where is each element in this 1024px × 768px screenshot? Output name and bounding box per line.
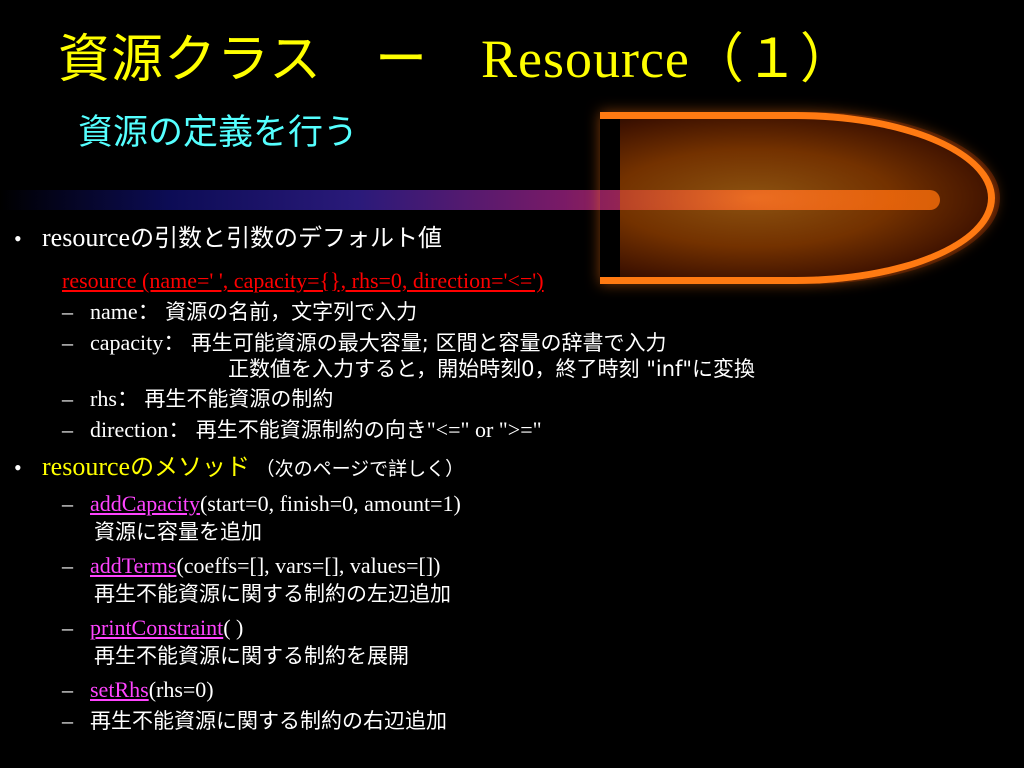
- dash-marker: –: [62, 330, 73, 355]
- arg-direction-values: "<=" or ">=": [426, 417, 542, 442]
- bullet-marker: •: [14, 455, 22, 480]
- arg-direction-desc: 再生不能資源制約の向き: [195, 418, 427, 442]
- bullet-resource-methods: • resourceのメソッド （次のページで詳しく）: [14, 454, 464, 482]
- bullet-prefix: resource: [42, 452, 131, 481]
- dash-marker: –: [62, 553, 73, 578]
- arg-direction-label: direction：: [90, 417, 191, 442]
- method-args: (rhs=0): [148, 677, 214, 702]
- resource-signature: resource (name=' ', capacity={}, rhs=0, …: [62, 268, 544, 293]
- method-args: (start=0, finish=0, amount=1): [199, 491, 461, 516]
- add-terms-link[interactable]: addTerms: [90, 553, 177, 578]
- comet-rim-decoration: [600, 112, 995, 284]
- method-desc: 再生不能資源に関する制約を展開: [94, 644, 409, 668]
- bullet-marker: •: [14, 226, 22, 251]
- method-desc: 資源に容量を追加: [94, 520, 262, 544]
- method-add-terms: –addTerms(coeffs=[], vars=[], values=[]): [62, 553, 440, 579]
- bullet-prefix: resource: [42, 223, 131, 252]
- method-print-constraint: –printConstraint( ): [62, 615, 243, 641]
- slide-subtitle: 資源の定義を行う: [78, 113, 359, 153]
- dash-marker: –: [62, 708, 73, 733]
- arg-capacity-desc-2: 正数値を入力すると，開始時刻0，終了時刻 "inf"に変換: [228, 357, 756, 381]
- slide-title: 資源クラス ー Resource（１）: [58, 14, 855, 93]
- bullet-text: の引数と引数のデフォルト値: [130, 224, 443, 252]
- arg-rhs-label: rhs：: [90, 386, 139, 411]
- method-args: (coeffs=[], vars=[], values=[]): [176, 553, 441, 578]
- dash-marker: –: [62, 386, 73, 411]
- arg-capacity: –capacity： 再生可能資源の最大容量; 区間と容量の辞書で入力: [62, 330, 667, 356]
- set-rhs-link[interactable]: setRhs: [90, 677, 149, 702]
- title-japanese: 資源クラス ー: [58, 30, 428, 90]
- method-args: ( ): [223, 615, 244, 640]
- title-english: Resource（１）: [480, 29, 855, 89]
- arg-name-desc: 資源の名前，文字列で入力: [165, 300, 418, 324]
- bullet-note: （次のページで詳しく）: [255, 458, 465, 480]
- bullet-text: のメソッド: [130, 453, 251, 481]
- add-capacity-link[interactable]: addCapacity: [90, 491, 200, 516]
- bullet-resource-arguments: • resourceの引数と引数のデフォルト値: [14, 225, 442, 252]
- dash-marker: –: [62, 677, 73, 702]
- arg-name: –name： 資源の名前，文字列で入力: [62, 299, 417, 325]
- method-set-rhs: –setRhs(rhs=0): [62, 677, 214, 703]
- method-add-capacity: –addCapacity(start=0, finish=0, amount=1…: [62, 491, 461, 517]
- arg-rhs: –rhs： 再生不能資源の制約: [62, 386, 333, 412]
- method-desc: 再生不能資源に関する制約の左辺追加: [94, 582, 451, 606]
- arg-name-label: name：: [90, 299, 160, 324]
- dash-marker: –: [62, 615, 73, 640]
- dash-marker: –: [62, 299, 73, 324]
- arg-direction: –direction： 再生不能資源制約の向き"<=" or ">=": [62, 417, 542, 443]
- dash-marker: –: [62, 417, 73, 442]
- method-desc: 再生不能資源に関する制約の右辺追加: [90, 709, 447, 733]
- arg-rhs-desc: 再生不能資源の制約: [144, 387, 334, 411]
- print-constraint-link[interactable]: printConstraint: [90, 615, 224, 640]
- dash-marker: –: [62, 491, 73, 516]
- method-set-rhs-desc-row: –再生不能資源に関する制約の右辺追加: [62, 708, 447, 734]
- arg-capacity-label: capacity：: [90, 330, 186, 355]
- arg-capacity-desc-1: 再生可能資源の最大容量; 区間と容量の辞書で入力: [190, 331, 667, 355]
